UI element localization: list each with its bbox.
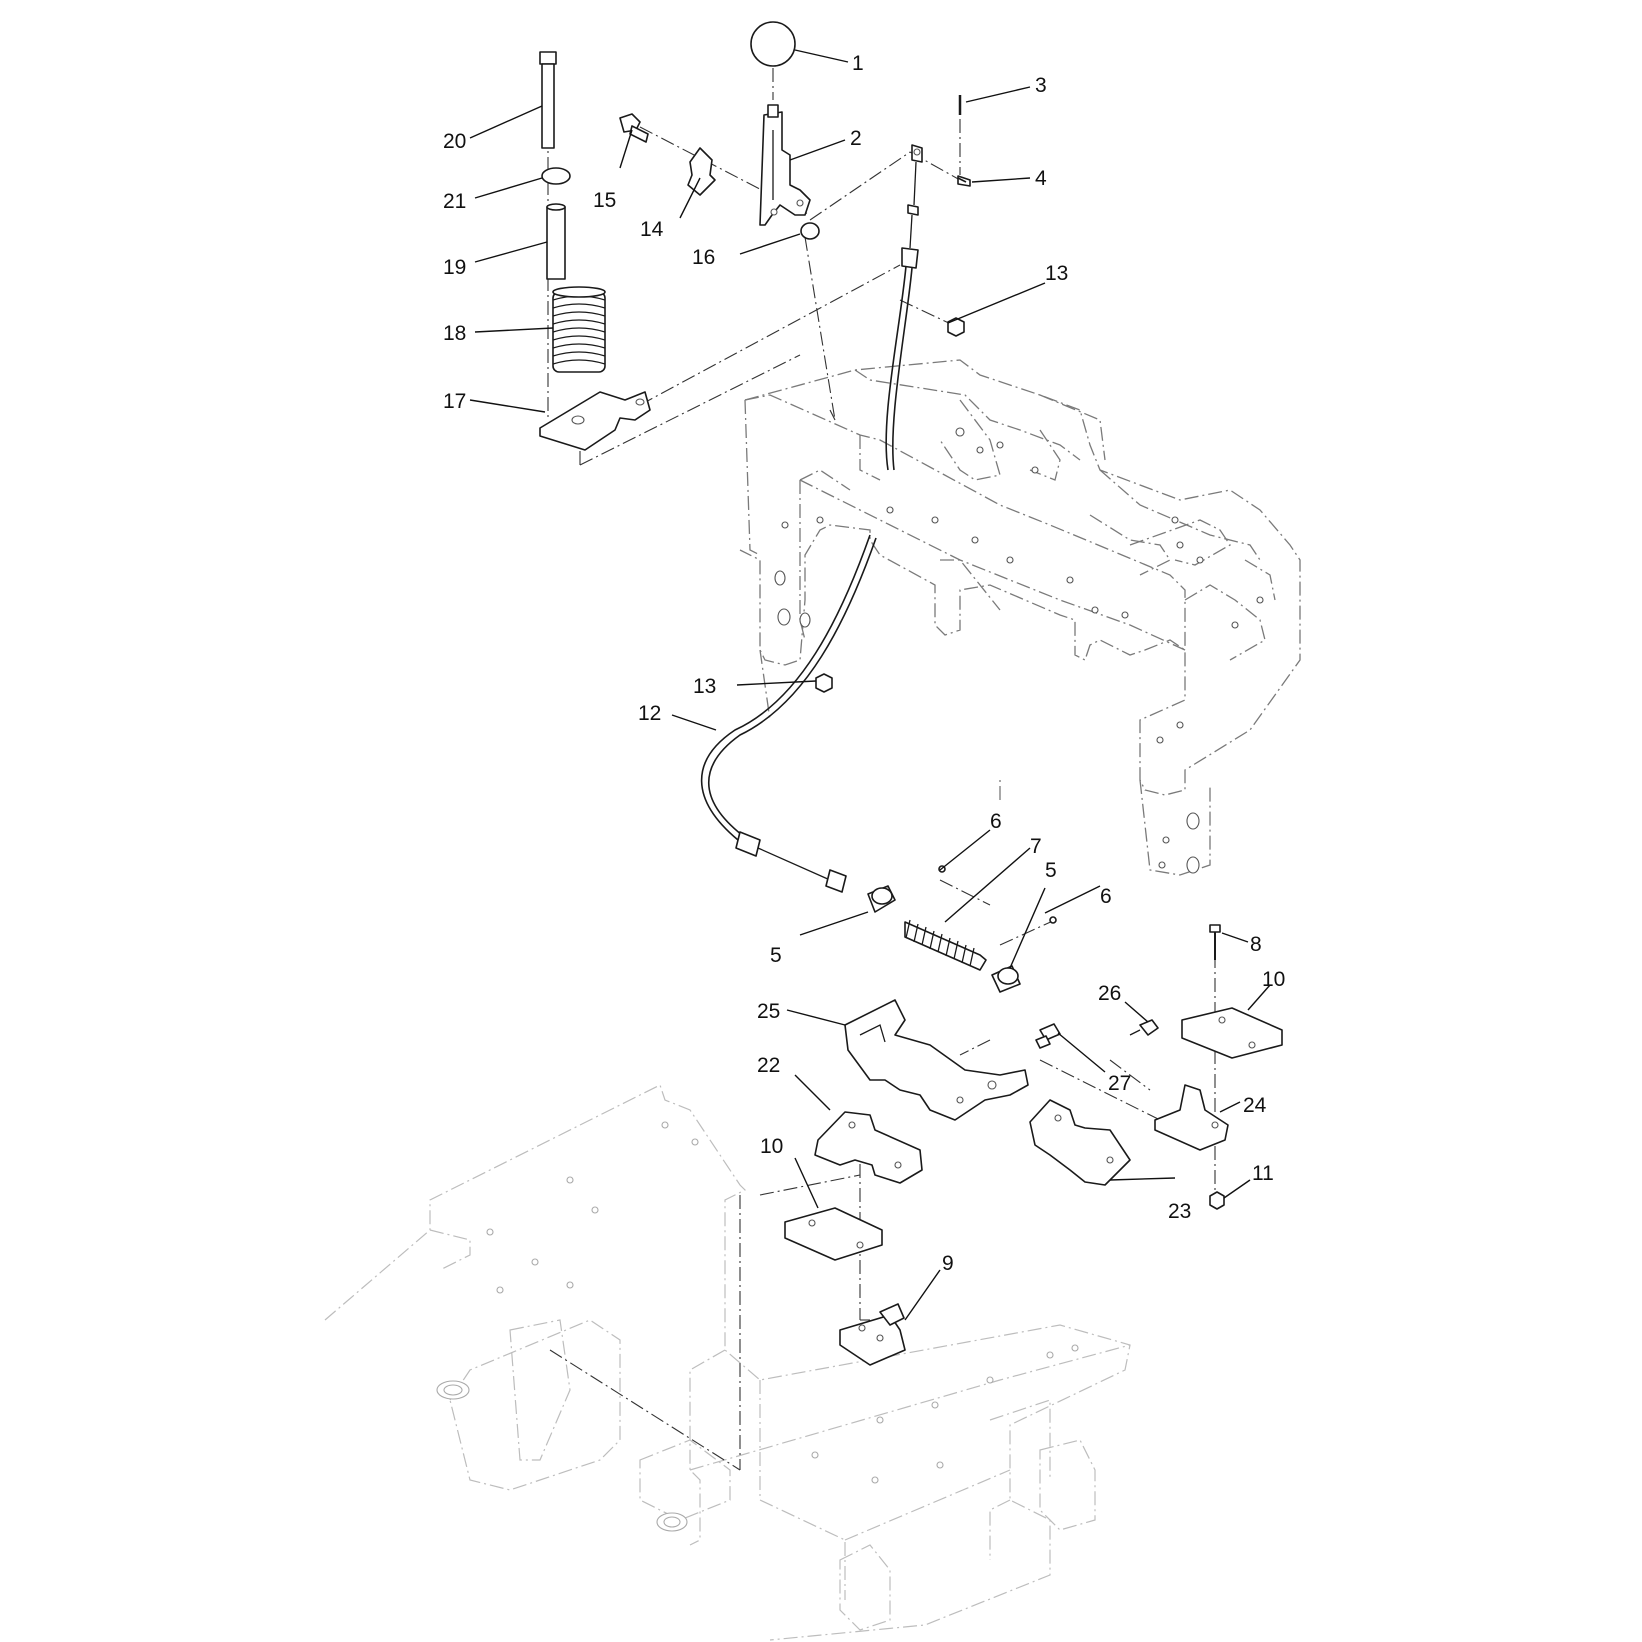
callout-10a: 10	[1262, 968, 1285, 991]
callout-23: 23	[1168, 1200, 1191, 1223]
part-knob	[750, 21, 796, 67]
part-cable	[700, 144, 923, 893]
callout-26: 26	[1098, 982, 1121, 1005]
part-lever	[759, 104, 811, 226]
callout-27: 27	[1108, 1072, 1131, 1095]
callout-25: 25	[757, 1000, 780, 1023]
part-spring-plate	[539, 391, 651, 451]
assembly-centerlines	[547, 68, 1216, 1471]
callout-labels: 1 2 3 4 5 5 6 6 7 8 9 10 10 11 12 13 13 …	[443, 52, 1285, 1275]
callout-20: 20	[443, 130, 466, 153]
callout-14: 14	[640, 218, 664, 241]
callout-5b: 5	[1045, 859, 1057, 882]
part-spacer-right	[991, 965, 1021, 993]
callout-4: 4	[1035, 167, 1047, 190]
callout-1: 1	[852, 52, 864, 75]
callout-3: 3	[1035, 74, 1047, 97]
part-bracket-left	[814, 1111, 923, 1184]
part-bracket-curved	[1029, 1099, 1131, 1186]
part-bracket-right	[1154, 1084, 1229, 1151]
callout-8: 8	[1250, 933, 1262, 956]
callout-11: 11	[1252, 1162, 1274, 1185]
callout-17: 17	[443, 390, 466, 413]
callout-13a: 13	[1045, 262, 1068, 285]
part-extension-spring	[904, 919, 987, 971]
callout-18: 18	[443, 322, 466, 345]
part-bracket-lower	[839, 1303, 906, 1366]
part-nut-small	[1209, 1191, 1225, 1210]
part-plate-right	[1181, 1007, 1283, 1059]
callout-10b: 10	[760, 1135, 783, 1158]
lower-chassis-phantom	[324, 1084, 1131, 1641]
part-sleeve	[546, 203, 566, 280]
callout-22: 22	[757, 1054, 780, 1077]
part-nut-upper	[947, 317, 965, 337]
part-flange-bolt	[1035, 1023, 1061, 1049]
part-bracket-clip	[687, 147, 716, 196]
callout-19: 19	[443, 256, 466, 279]
part-screw-small	[1129, 1019, 1159, 1036]
callout-2: 2	[850, 127, 862, 150]
callout-15: 15	[593, 189, 616, 212]
callout-16: 16	[692, 246, 715, 269]
callout-12: 12	[638, 702, 661, 725]
callout-13b: 13	[693, 675, 716, 698]
leader-lines	[469, 49, 1271, 1321]
callout-21: 21	[443, 190, 466, 213]
callout-6b: 6	[1100, 885, 1112, 908]
part-pin-lower	[1049, 916, 1057, 924]
part-main-bracket	[844, 999, 1029, 1121]
part-bolt-small	[1209, 924, 1221, 960]
callout-5a: 5	[770, 944, 782, 967]
part-plate-left	[784, 1207, 883, 1261]
part-compression-spring	[552, 286, 606, 373]
upper-frame-phantom	[739, 359, 1301, 876]
part-nut-lower	[815, 673, 833, 693]
callout-6a: 6	[990, 810, 1002, 833]
part-clevis-pin	[957, 175, 971, 187]
callout-9: 9	[942, 1252, 954, 1275]
part-washer-small	[800, 222, 820, 240]
callout-24: 24	[1243, 1094, 1267, 1117]
part-washer-large	[541, 167, 571, 185]
part-spacer-left	[867, 885, 896, 913]
callout-7: 7	[1030, 835, 1042, 858]
part-shoulder-bolt	[619, 113, 649, 143]
part-long-bolt	[539, 51, 557, 149]
